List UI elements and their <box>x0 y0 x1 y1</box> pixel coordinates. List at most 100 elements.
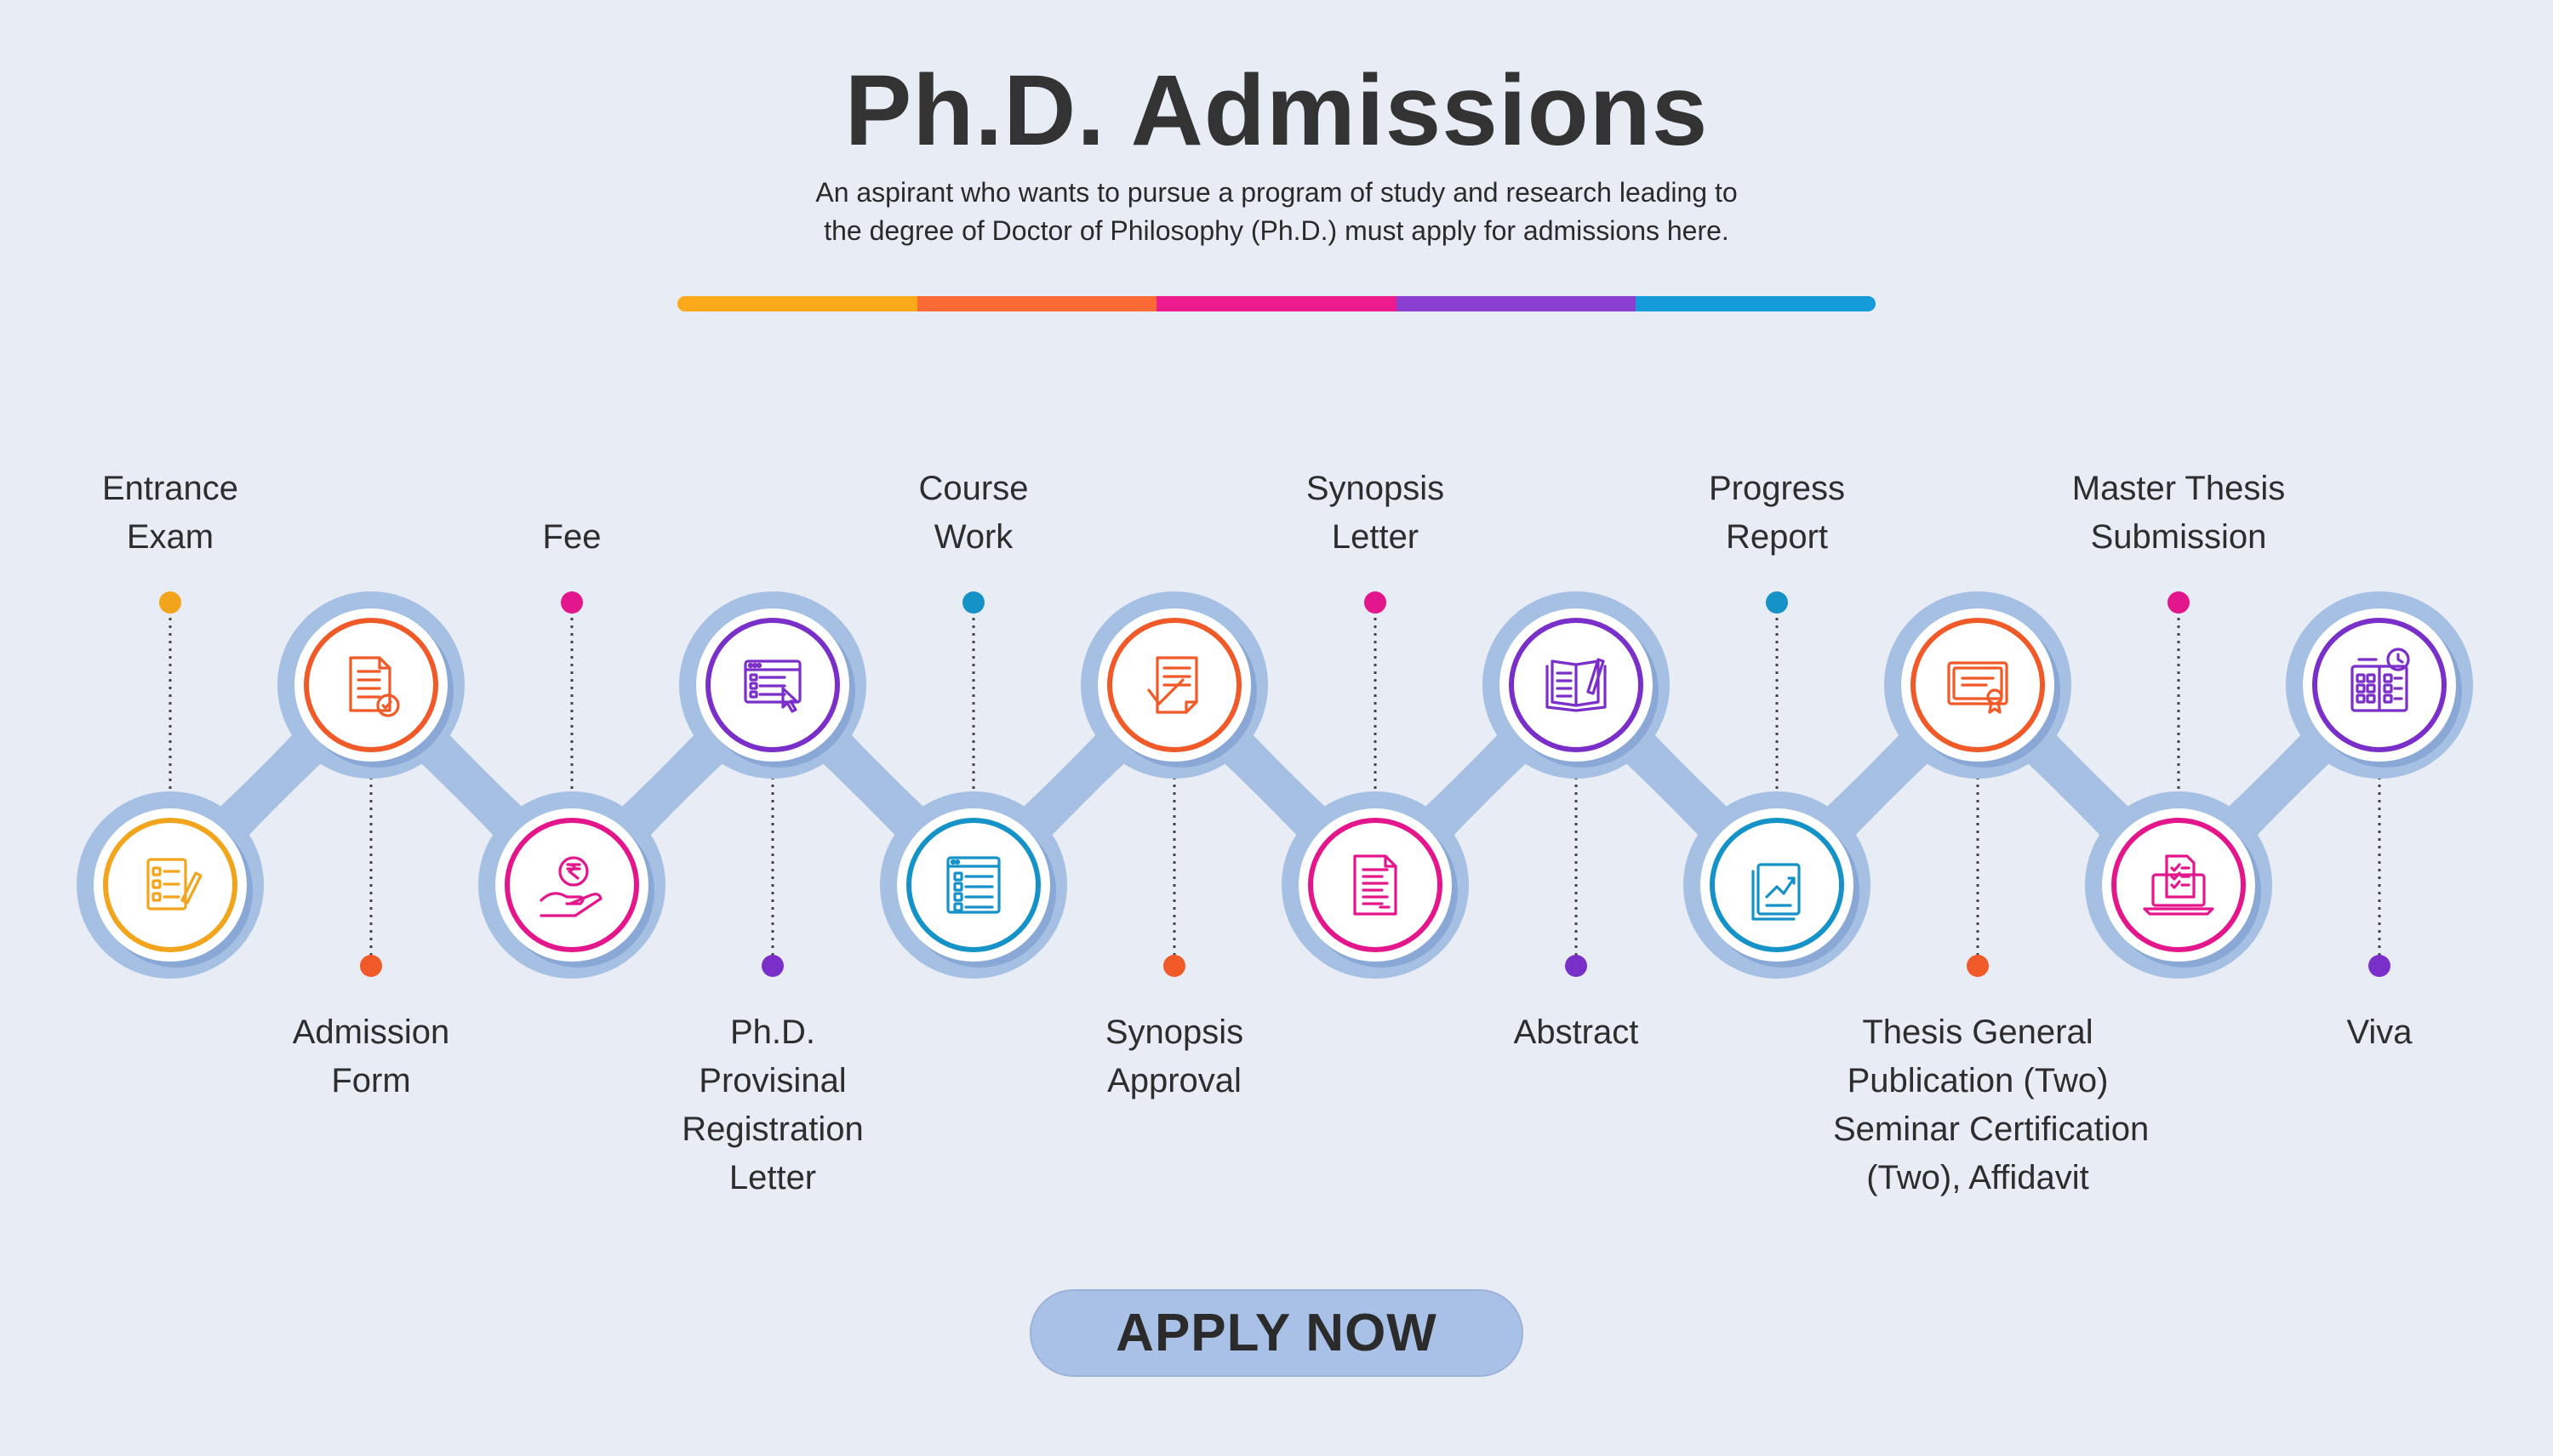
leader-dot <box>1163 955 1185 977</box>
checklist-pen-icon <box>146 858 203 911</box>
step-label-line: Publication (Two) <box>1847 1062 2109 1099</box>
color-divider-bar <box>677 296 1876 311</box>
open-book-pen-icon <box>1545 658 1607 712</box>
step-label: Abstract <box>1431 1008 1721 1057</box>
step-label-line: Abstract <box>1513 1013 1639 1051</box>
node-color-ring <box>906 818 1041 952</box>
leader-dot <box>2167 591 2190 614</box>
apply-now-button[interactable]: APPLY NOW <box>1030 1289 1523 1377</box>
step-label-line: Fee <box>542 518 602 556</box>
certificate-icon <box>1947 661 2008 714</box>
leader-lines <box>159 591 2390 977</box>
step-label-line: Letter <box>1331 518 1419 556</box>
step-node <box>1884 591 2071 779</box>
form-checkmark-icon <box>349 656 400 717</box>
node-face <box>897 808 1050 962</box>
leader-dot <box>962 591 985 614</box>
color-bar-segment <box>1157 296 1396 311</box>
step-node <box>1683 791 1870 979</box>
step-label-line: Synopsis <box>1105 1013 1244 1051</box>
page-title: Ph.D. Admissions <box>844 54 1709 167</box>
growth-report-icon <box>1751 863 1801 921</box>
node-color-ring <box>505 818 639 952</box>
node-color-ring <box>1308 818 1442 952</box>
course-checklist-icon <box>946 856 1001 914</box>
node-face <box>2102 808 2255 962</box>
step-label-line: Entrance <box>101 470 239 507</box>
step-node <box>1081 591 1268 779</box>
step-label-line: Progress <box>1708 470 1846 507</box>
step-label-line: Provisinal <box>699 1062 847 1099</box>
step-label-line: Letter <box>728 1159 817 1196</box>
step-node <box>1282 791 1469 979</box>
node-color-ring <box>1509 618 1643 752</box>
color-bar-segment <box>1636 296 1876 311</box>
subtitle-line-2: the degree of Doctor of Philosophy (Ph.D… <box>824 215 1729 246</box>
node-color-ring <box>103 818 237 952</box>
color-bar-segment <box>1396 296 1636 311</box>
node-face <box>1299 808 1452 962</box>
browser-click-icon <box>744 659 802 713</box>
leader-dot <box>1766 591 1788 614</box>
step-node <box>277 591 465 779</box>
node-face <box>294 608 448 762</box>
step-node <box>2085 791 2272 979</box>
node-color-ring <box>2111 818 2246 952</box>
step-label-line: Approval <box>1107 1062 1242 1099</box>
color-bar-segment <box>917 296 1157 311</box>
node-color-ring <box>705 618 840 752</box>
node-color-ring <box>1107 618 1242 752</box>
step-node <box>880 791 1067 979</box>
step-node <box>2286 591 2473 779</box>
step-label: Fee <box>427 513 717 562</box>
step-label-line: Synopsis <box>1305 470 1445 507</box>
node-face <box>1700 808 1853 962</box>
viva-planner-icon <box>2350 648 2410 712</box>
step-label-line: Course <box>918 470 1029 507</box>
step-label-line: Master Thesis <box>2071 470 2286 507</box>
leader-dot <box>762 955 784 977</box>
laptop-document-icon <box>2143 854 2214 916</box>
step-label-line: (Two), Affidavit <box>1866 1159 2089 1196</box>
color-bar-segment <box>677 296 917 311</box>
approved-document-icon <box>1147 656 1198 714</box>
step-node <box>679 591 866 779</box>
step-node <box>478 791 665 979</box>
leader-dot <box>159 591 181 614</box>
node-color-ring <box>1910 618 2045 752</box>
step-label-line: Report <box>1725 518 1829 556</box>
node-color-ring <box>2312 618 2447 752</box>
step-label-line: Submission <box>2090 518 2267 556</box>
leader-dot <box>561 591 583 614</box>
step-node <box>77 791 264 979</box>
step-node <box>1482 591 1670 779</box>
step-label-line: Work <box>934 518 1014 556</box>
subtitle: An aspirant who wants to pursue a progra… <box>681 174 1872 250</box>
letter-document-icon <box>1353 854 1397 916</box>
leader-dot <box>1565 955 1587 977</box>
step-label-line: Registration <box>682 1111 864 1148</box>
step-label-line: Viva <box>2346 1013 2413 1051</box>
step-nodes <box>77 591 2473 979</box>
node-color-ring <box>304 618 438 752</box>
node-color-ring <box>1710 818 1844 952</box>
rupee-hand-icon <box>540 856 603 917</box>
leader-dot <box>1967 955 1989 977</box>
leader-dot <box>1364 591 1386 614</box>
step-label-line: Form <box>331 1062 411 1099</box>
step-label-line: Exam <box>126 518 214 556</box>
subtitle-line-1: An aspirant who wants to pursue a progra… <box>815 177 1738 208</box>
step-label-line: Ph.D. <box>729 1013 816 1051</box>
leader-dot <box>2368 955 2390 977</box>
step-label-line: Seminar Certification <box>1833 1111 2150 1148</box>
leader-dot <box>360 955 382 977</box>
step-label-line: Admission <box>292 1013 450 1051</box>
